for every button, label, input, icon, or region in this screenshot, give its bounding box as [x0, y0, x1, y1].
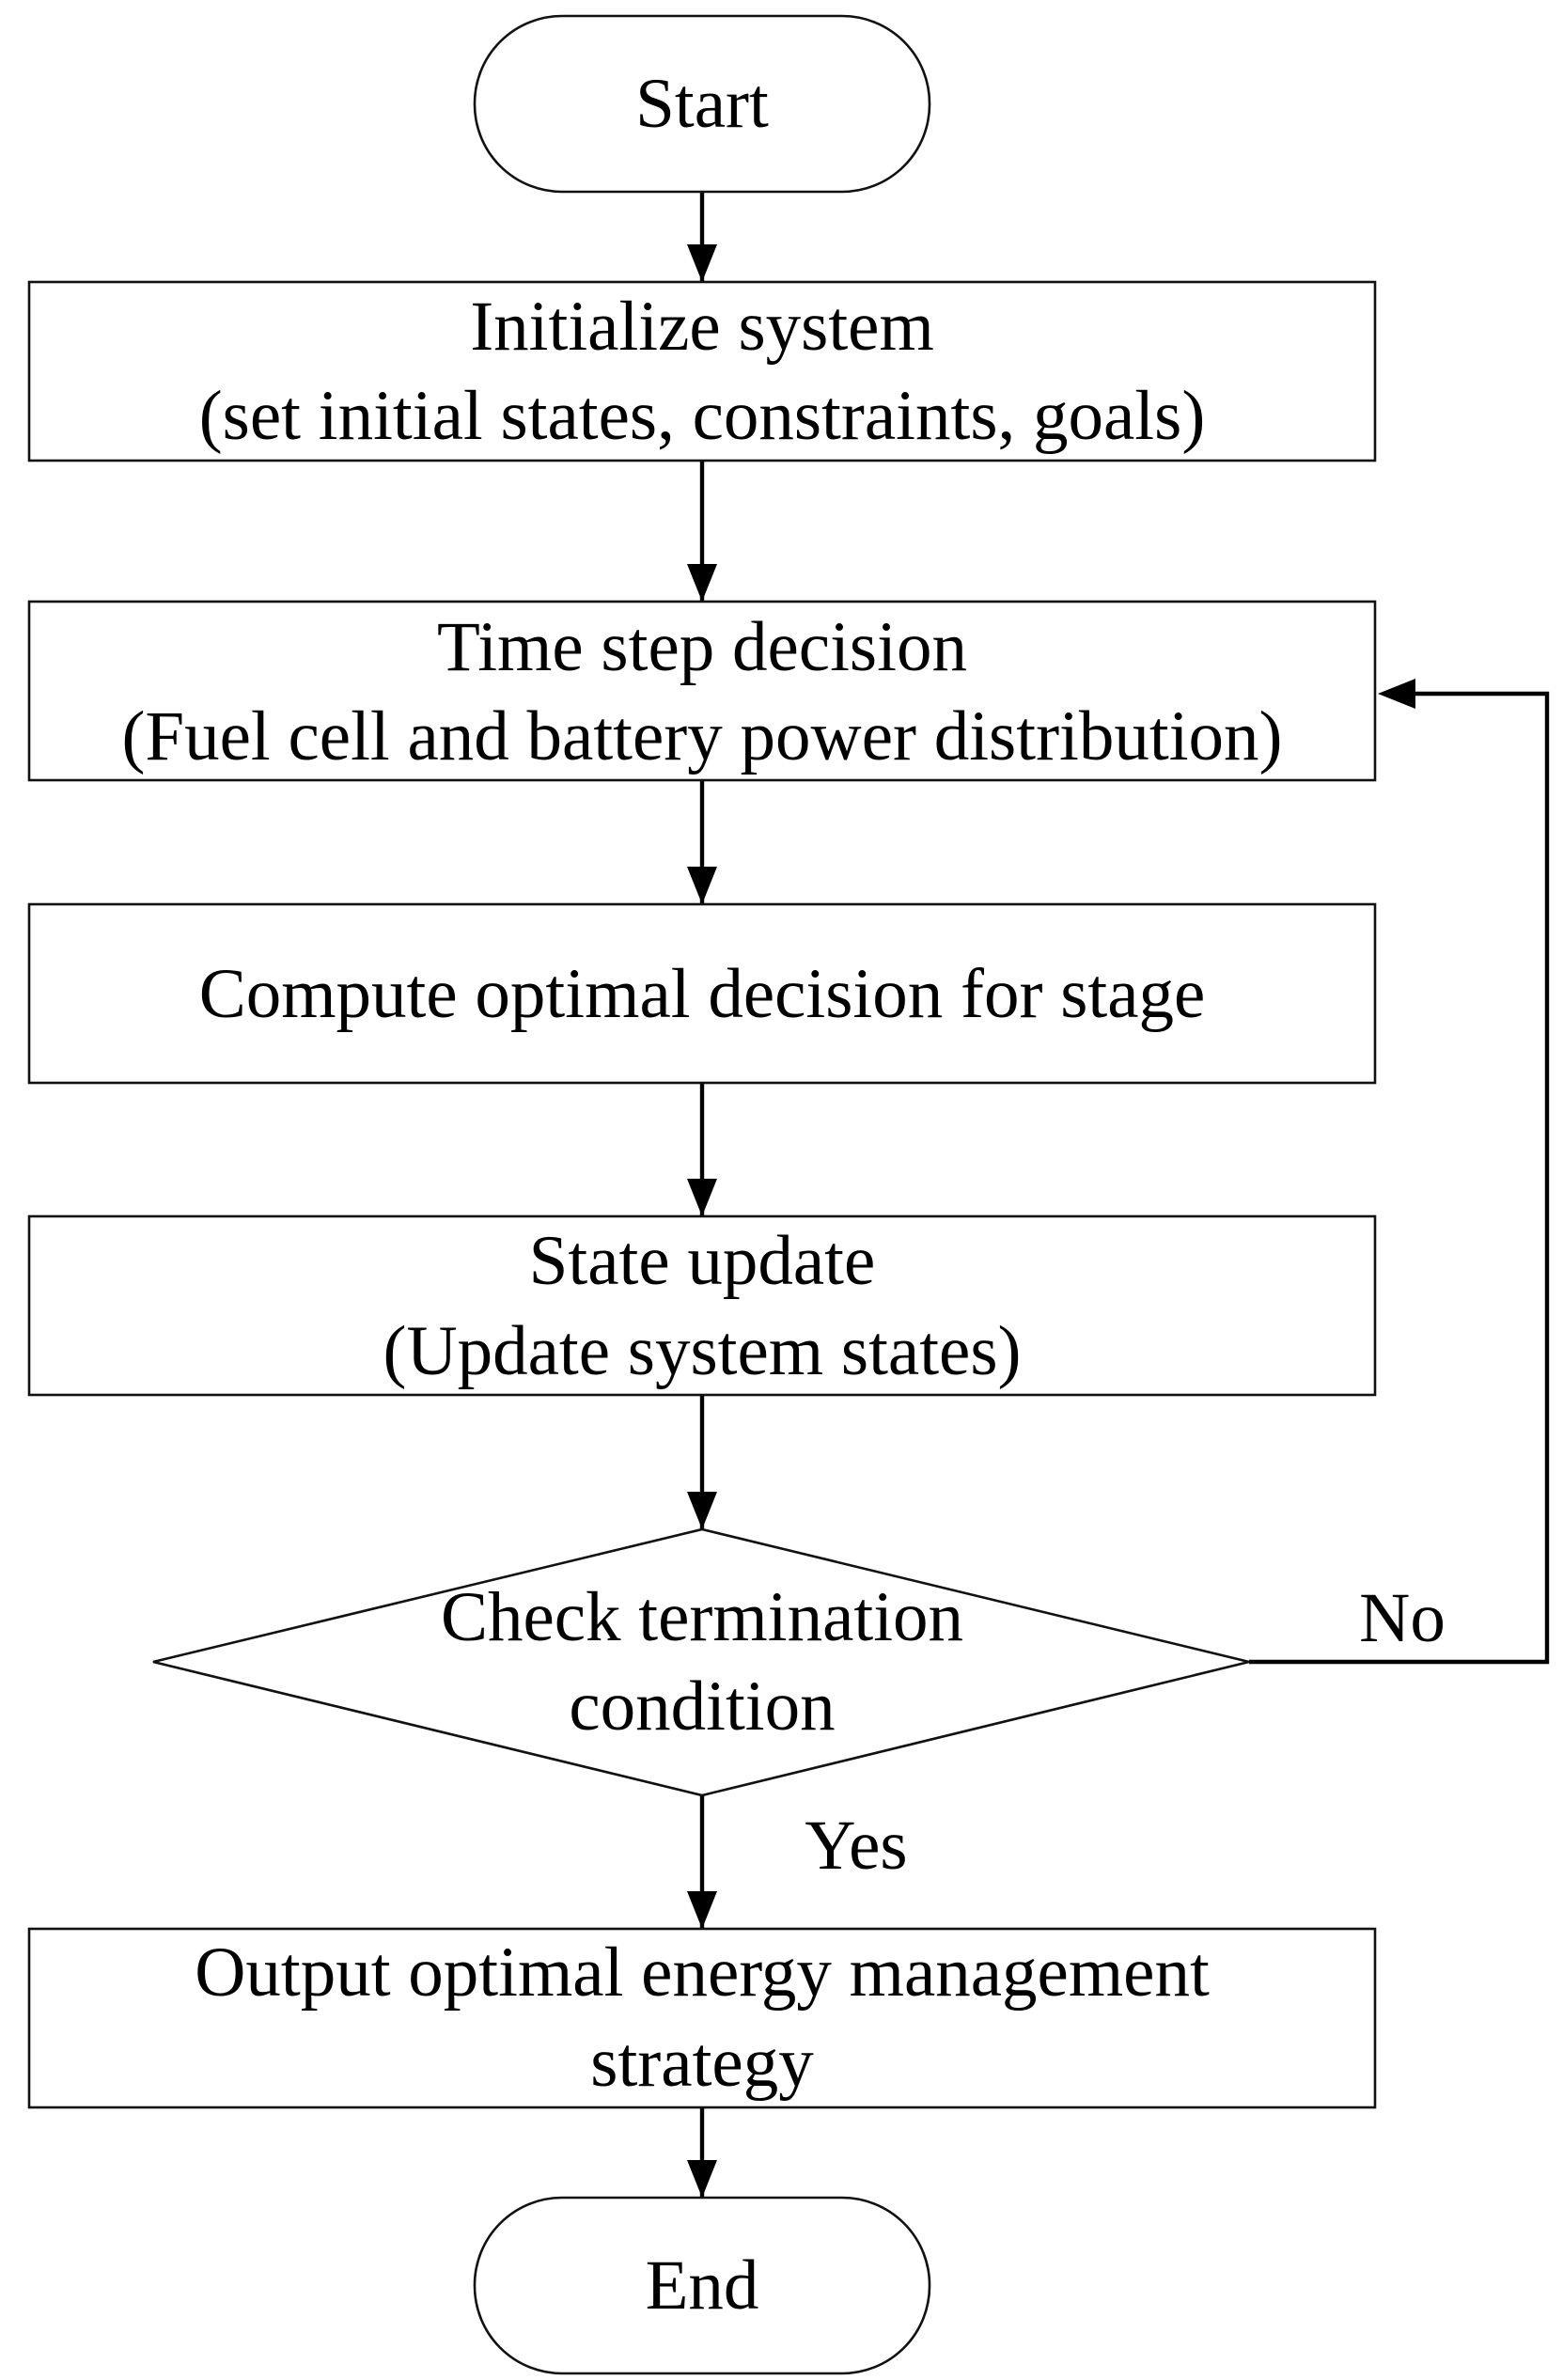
state-update-line1: State update [529, 1222, 876, 1300]
loop-back-line-no [1249, 691, 1550, 1665]
initialize-line1: Initialize system [470, 288, 934, 366]
process-initialize-system: Initialize system (set initial states, c… [27, 280, 1377, 462]
output-box [27, 1927, 1377, 2109]
arrowhead-termination-to-output [687, 1891, 717, 1929]
initialize-box [27, 280, 1377, 462]
end-shape [473, 2196, 931, 2375]
arrowhead-initialize-to-time-step [687, 564, 717, 602]
process-state-update: State update (Update system states) [27, 1214, 1377, 1397]
arrowhead-loop-back [1378, 679, 1415, 709]
compute-box [27, 902, 1377, 1085]
state-update-box [27, 1214, 1377, 1397]
connectors [687, 192, 1550, 2198]
start-shape [473, 14, 931, 194]
time-step-box [27, 600, 1377, 782]
arrowhead-time-step-to-compute [687, 867, 717, 904]
output-line1: Output optimal energy management [195, 1934, 1210, 2012]
output-line2: strategy [590, 2024, 814, 2102]
no-branch-label: No [1359, 1579, 1446, 1657]
arrowhead-start-to-initialize [687, 244, 717, 282]
decision-check-termination: Check termination condition [152, 1527, 1250, 1797]
arrowhead-state-update-to-termination [687, 1492, 717, 1529]
termination-line2: condition [569, 1668, 835, 1746]
process-time-step-decision: Time step decision (Fuel cell and batter… [27, 600, 1377, 782]
end-terminator: End [473, 2196, 931, 2375]
start-terminator: Start [473, 14, 931, 194]
time-step-line1: Time step decision [437, 608, 967, 686]
yes-branch-label: Yes [805, 1807, 907, 1885]
start-label: Start [635, 65, 769, 143]
termination-diamond [152, 1527, 1250, 1797]
initialize-line2: (set initial states, constraints, goals) [199, 377, 1206, 455]
arrowhead-output-to-end [687, 2160, 717, 2198]
process-compute-optimal-decision: Compute optimal decision for stage [27, 902, 1377, 1085]
process-output-strategy: Output optimal energy management strateg… [27, 1927, 1377, 2109]
arrowhead-compute-to-state-update [687, 1179, 717, 1216]
termination-line1: Check termination [441, 1578, 963, 1656]
time-step-line2: (Fuel cell and battery power distributio… [121, 697, 1282, 775]
state-update-line2: (Update system states) [383, 1312, 1022, 1390]
compute-label: Compute optimal decision for stage [199, 955, 1206, 1033]
end-label: End [646, 2247, 759, 2325]
